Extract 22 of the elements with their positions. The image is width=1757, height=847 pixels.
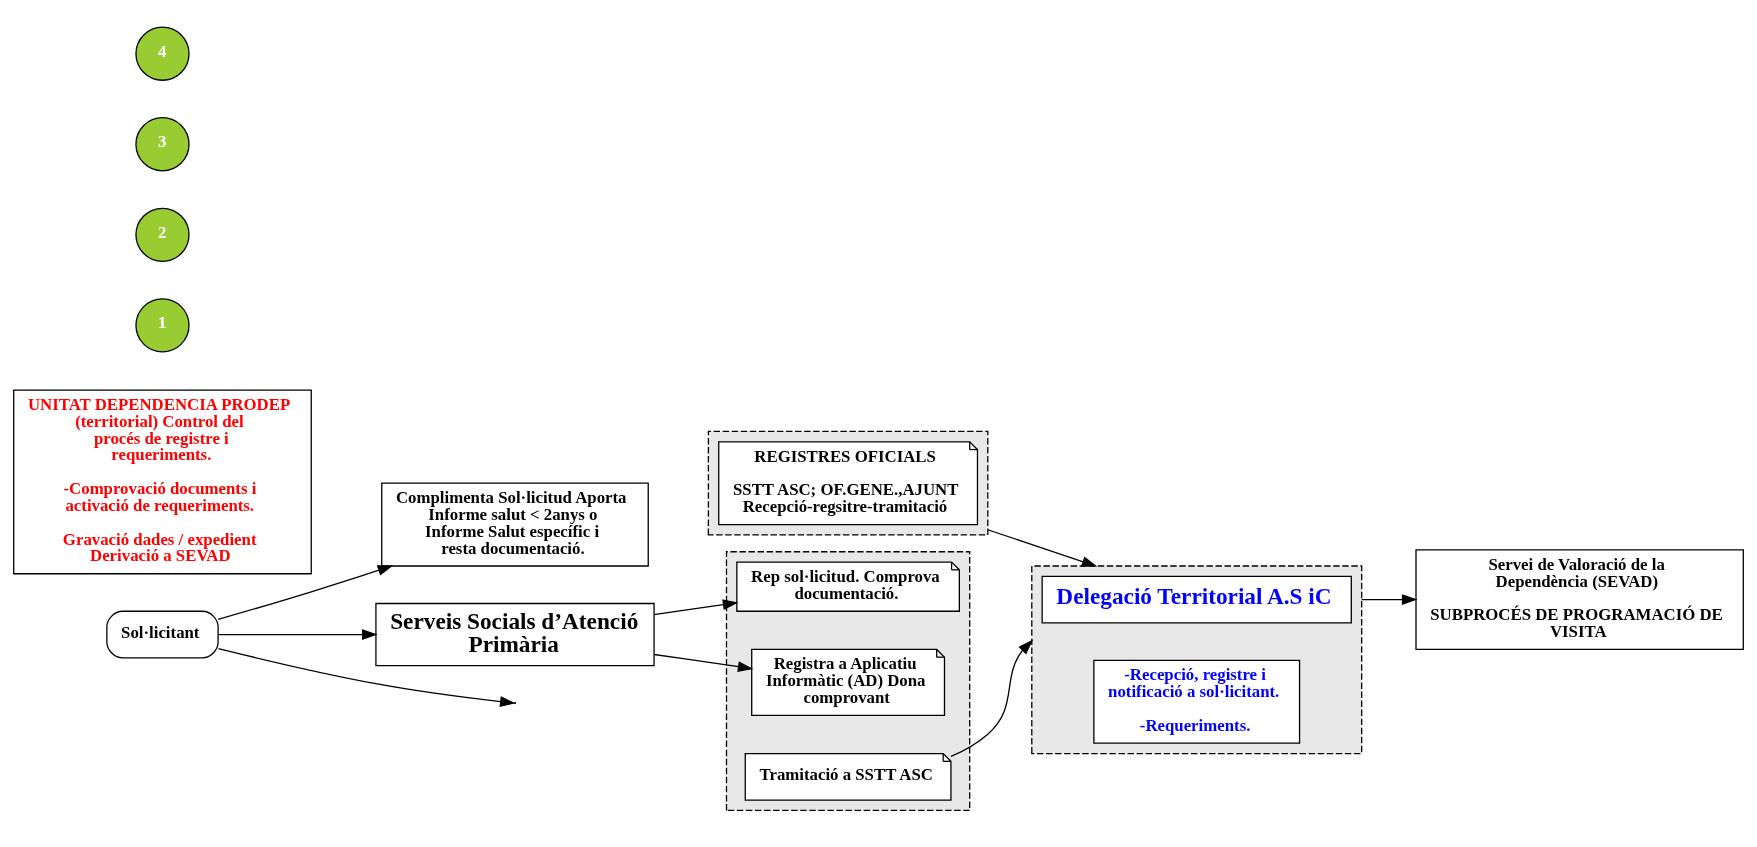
node-box: UNITAT DEPENDENCIA PRODEP (territorial) Control del procés de registre i requeriments. -Comprovació documents i activació de requeriments. Gravació dades / expedient Derivació a SEVAD <box>13 388 312 574</box>
node-box: Delegació Territorial A.S iC <box>1041 575 1352 624</box>
arrow <box>653 598 739 615</box>
arrow <box>653 653 754 672</box>
node-box: Servei de Valoració de la Dependència (SEVAD) SUBPROCÉS DE PROGRAMACIÓ DE VISITA <box>1415 548 1744 650</box>
node-box: Serveis Socials d’Atenció Primària <box>375 602 655 666</box>
cluster <box>725 550 971 811</box>
node-circle: 4 <box>135 26 190 81</box>
node-circle: 2 <box>135 207 190 262</box>
arrow <box>217 647 516 707</box>
node-box: Sol·licitant <box>106 610 219 658</box>
arrow <box>217 564 394 620</box>
node-box: -Recepció, registre i notificació a sol·licitant. -Requeriments. <box>1093 659 1301 744</box>
arrow <box>217 628 378 640</box>
node-circle: 3 <box>135 116 190 171</box>
node-circle: 1 <box>135 297 190 353</box>
node-box: Complimenta Sol·licitud Aporta Informe salut < 2anys o Informe Salut específic i resta documentació. <box>381 482 649 567</box>
arrow <box>1361 593 1418 605</box>
arrow <box>950 639 1034 757</box>
cluster <box>707 430 989 536</box>
arrow <box>987 528 1098 567</box>
cluster <box>1031 564 1363 754</box>
